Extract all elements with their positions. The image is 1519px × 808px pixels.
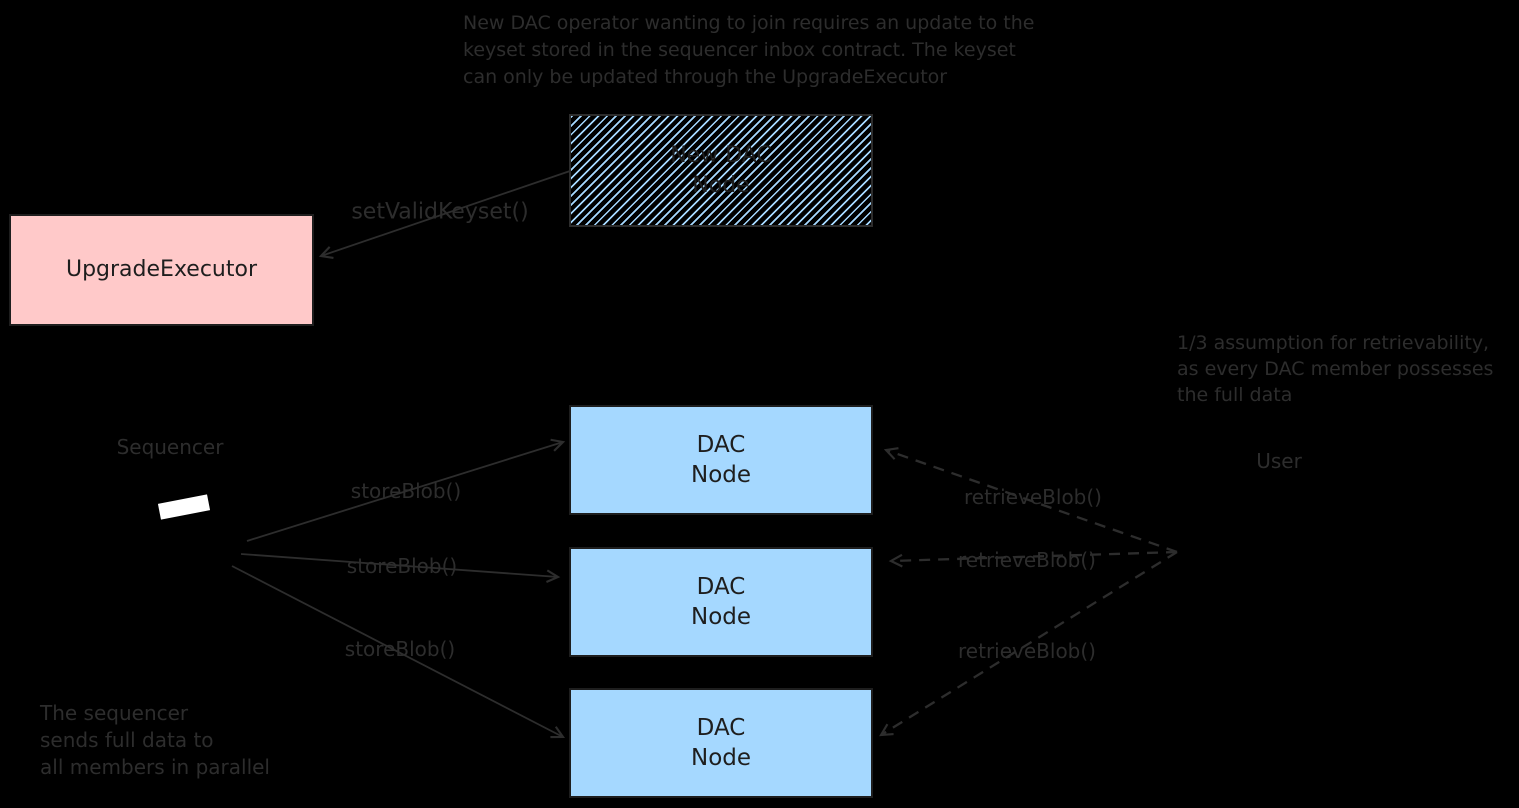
sequencer-label: Sequencer [116, 435, 224, 459]
parallel-note-line-2: sends full data to [40, 728, 214, 752]
upgrade-executor-box: UpgradeExecutor [9, 214, 314, 326]
arrow-set-valid-keyset [318, 170, 571, 259]
keyset-note-line-2: keyset stored in the sequencer inbox con… [463, 39, 1016, 61]
assumption-note-line-3: the full data [1177, 384, 1293, 406]
dac-node-box-2: DAC Node [569, 547, 873, 657]
dac-node-box-1: DAC Node [569, 405, 873, 515]
arrow-retrieve-blob-2 [888, 550, 1178, 568]
retrieve-blob-label-1: retrieveBlob() [964, 485, 1102, 509]
new-dac-node-box: New DAC Node [569, 114, 873, 227]
arrow-store-blob-3 [231, 565, 566, 739]
store-blob-label-1: storeBlob() [350, 479, 462, 503]
store-blob-label-2: storeBlob() [346, 554, 458, 578]
upgrade-executor-label: UpgradeExecutor [65, 257, 257, 283]
user-label: User [1256, 449, 1302, 473]
dac-node-1-label-line-2: Node [690, 462, 752, 488]
retrieve-blob-label-3: retrieveBlob() [958, 639, 1096, 663]
arrow-retrieve-blob-1 [883, 447, 1178, 554]
dac-node-2-label-line-2: Node [690, 604, 752, 630]
set-valid-keyset-label: setValidKeyset() [351, 199, 529, 225]
arrow-retrieve-blob-3 [879, 551, 1178, 737]
keyset-note: New DAC operator wanting to join require… [463, 10, 1034, 91]
store-blob-label-3: storeBlob() [344, 637, 456, 661]
keyset-note-line-3: can only be updated through the UpgradeE… [463, 66, 948, 88]
assumption-note-line-1: 1/3 assumption for retrievability, [1177, 332, 1490, 354]
dac-node-1-label-line-1: DAC [696, 431, 746, 458]
parallel-note-line-3: all members in parallel [40, 755, 270, 779]
parallel-note: The sequencer sends full data to all mem… [40, 700, 270, 781]
dac-node-box-3: DAC Node [569, 688, 873, 798]
assumption-note: 1/3 assumption for retrievability, as ev… [1177, 330, 1493, 408]
arrow-store-blob-2 [240, 553, 561, 583]
arrow-store-blob-1 [246, 438, 566, 542]
dac-node-3-label-line-2: Node [690, 745, 752, 771]
keyset-note-line-1: New DAC operator wanting to join require… [463, 12, 1035, 34]
dac-node-2-label-line-1: DAC [696, 573, 746, 600]
retrieve-blob-label-2: retrieveBlob() [958, 548, 1096, 572]
new-dac-node-label-line-2: Node [692, 172, 750, 198]
assumption-note-line-2: as every DAC member possesses [1177, 358, 1494, 380]
parallel-note-line-1: The sequencer [40, 701, 189, 725]
new-dac-node-label-line-1: New DAC [670, 143, 772, 169]
dac-node-3-label-line-1: DAC [696, 714, 746, 741]
